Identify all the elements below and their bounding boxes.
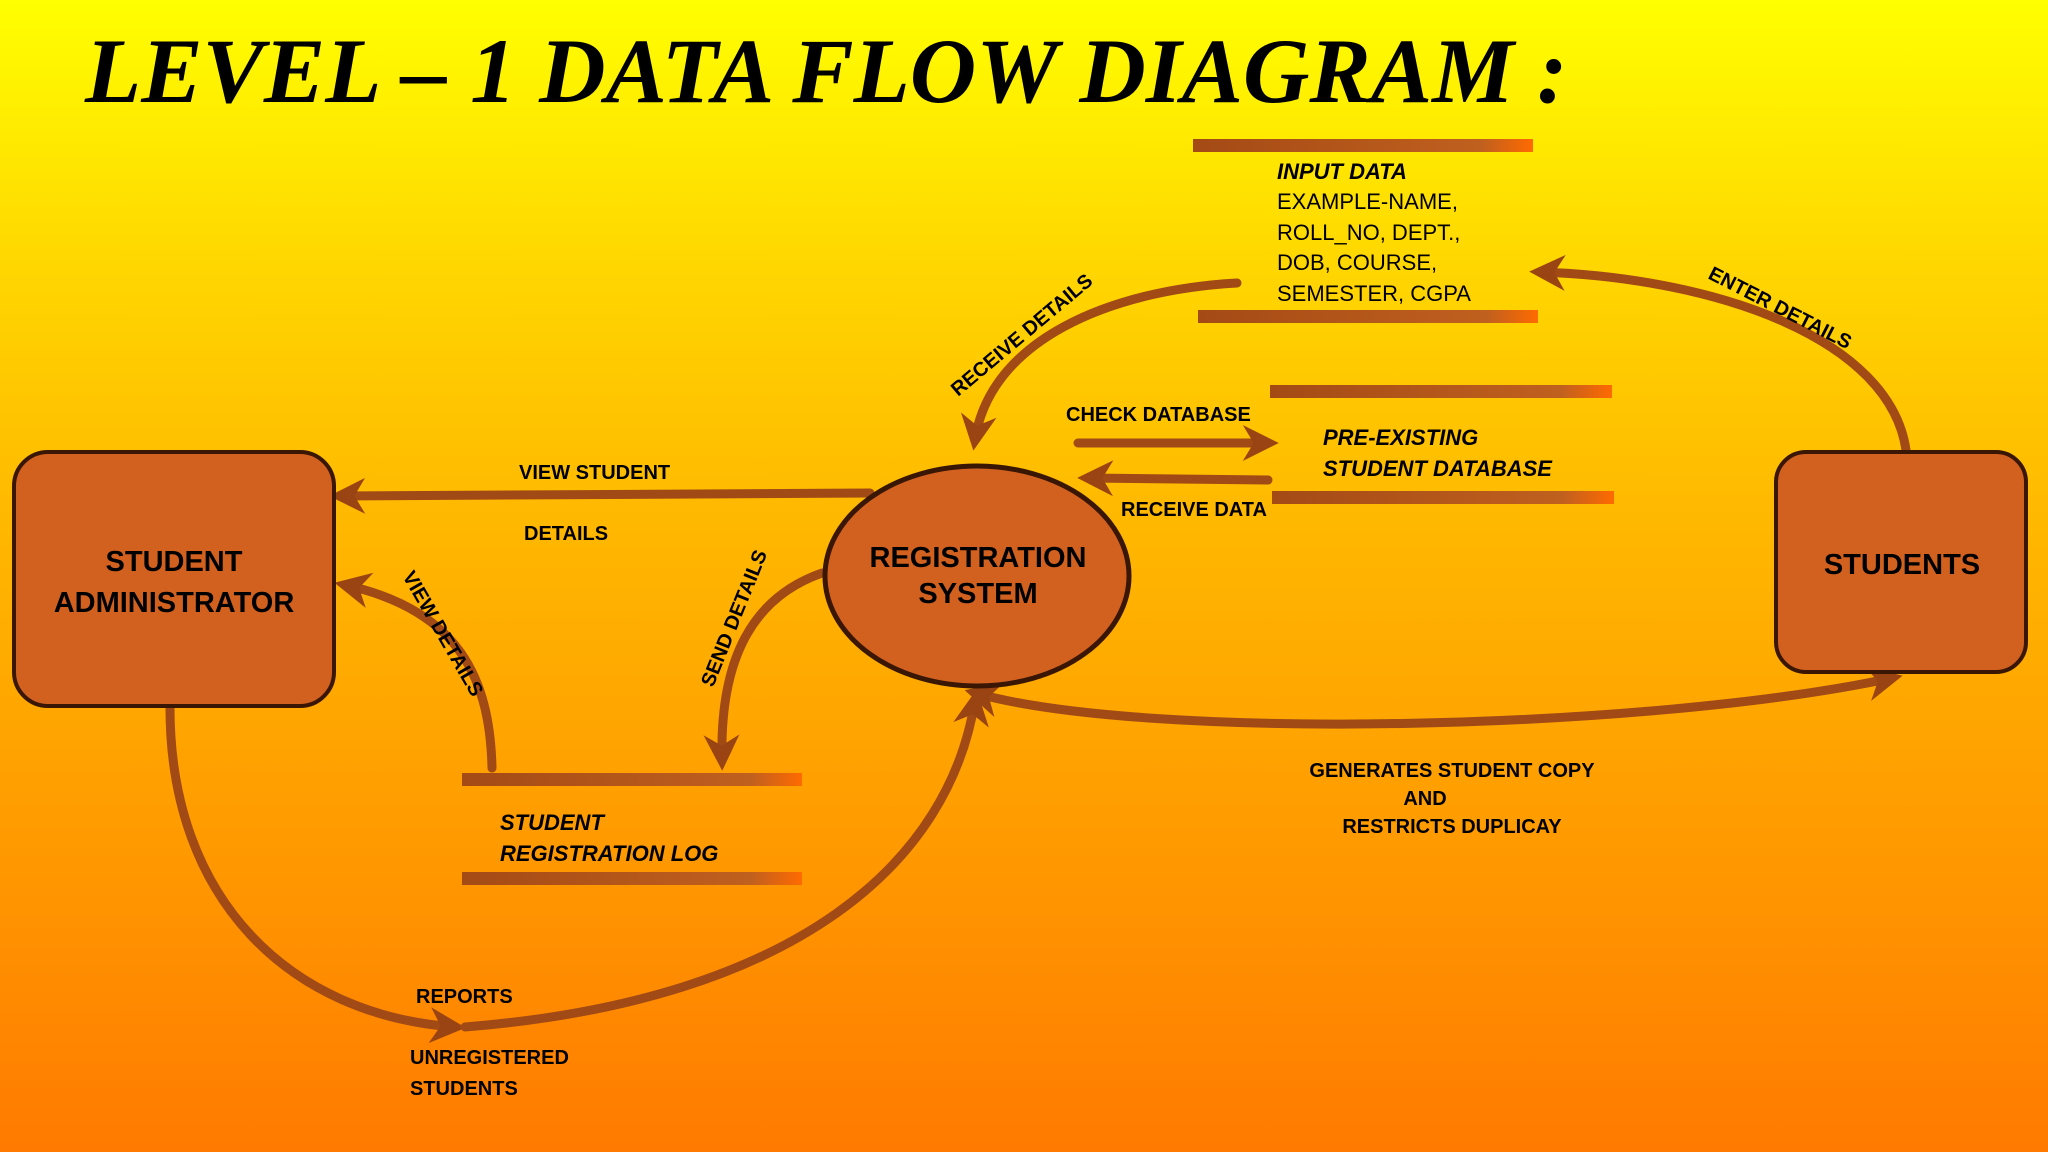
admin-label-2: ADMINISTRATOR [54,587,295,619]
log-label-2: REGISTRATION LOG [500,841,718,866]
input-data-line: DOB, COURSE, [1277,250,1437,275]
admin-label-1: STUDENT [106,546,243,578]
page-title: LEVEL – 1 DATA FLOW DIAGRAM : [84,20,1568,122]
view-details-arrow [334,572,497,773]
view-student-label: VIEW STUDENT [519,462,670,484]
input-data-store [1193,139,1538,323]
student-administrator-node: STUDENT ADMINISTRATOR [12,450,336,708]
students-label: STUDENTS [1824,549,1980,581]
generates-label-1: GENERATES STUDENT COPY [1309,760,1595,782]
unregistered-label-1: UNREGISTERED [410,1047,569,1069]
store-bar-bottom [1272,491,1614,504]
enter-details-arrow [1529,254,1911,455]
generates-label-3: RESTRICTS DUPLICAY [1342,816,1562,838]
store-bar-top [1270,385,1612,398]
reports-label: REPORTS [416,986,513,1008]
store-bar-bottom [1198,310,1538,323]
registration-system-node: REGISTRATION SYSTEM [822,463,1132,689]
reports-arrow [165,703,466,1044]
generates-label-2: AND [1403,788,1446,810]
store-bar-top [1193,139,1533,152]
system-label-1: REGISTRATION [870,542,1087,574]
view-details-label: VIEW DETAILS [398,568,487,701]
store-bar-bottom [462,872,802,885]
system-label-2: SYSTEM [918,578,1037,610]
flow-arrows [165,254,1911,1044]
view-student-arrow [329,477,875,514]
details-label: DETAILS [524,523,608,545]
generates-copy-arrow [964,665,1903,729]
unregistered-arrow [460,689,989,1032]
receive-details-label: RECEIVE DETAILS [947,270,1097,401]
receive-details-arrow [960,278,1242,451]
students-node: STUDENTS [1774,450,2028,674]
receive-data-label: RECEIVE DATA [1121,499,1267,521]
input-data-line: EXAMPLE-NAME, [1277,189,1458,214]
database-label-2: STUDENT DATABASE [1323,456,1553,481]
log-label-1: STUDENT [500,810,605,835]
receive-data-arrow [1077,460,1273,497]
input-data-title: INPUT DATA [1277,159,1407,184]
store-bar-top [462,773,802,786]
registration-log-store [462,773,802,885]
input-data-line: SEMESTER, CGPA [1277,281,1471,306]
send-details-arrow [703,568,827,771]
enter-details-label: ENTER DETAILS [1705,263,1855,354]
input-data-line: ROLL_NO, DEPT., [1277,220,1460,245]
check-database-label: CHECK DATABASE [1066,404,1251,426]
database-store [1270,385,1614,504]
unregistered-label-2: STUDENTS [410,1078,518,1100]
database-label-1: PRE-EXISTING [1323,425,1478,450]
